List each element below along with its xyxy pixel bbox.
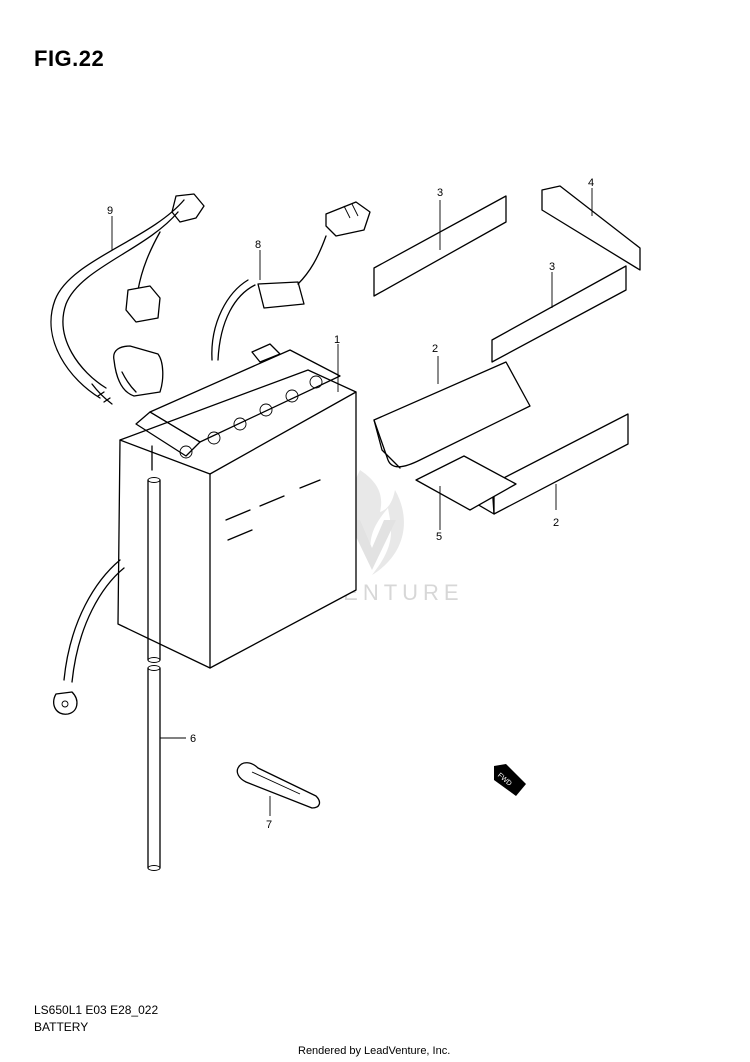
figure-title: FIG.22 bbox=[34, 46, 105, 71]
diagram-title: BATTERY bbox=[34, 1020, 89, 1034]
part-9-battery-cable[interactable] bbox=[50, 193, 205, 405]
callout-6: 6 bbox=[190, 733, 196, 745]
forward-direction-mark: FWD bbox=[494, 764, 526, 796]
part-4-pad[interactable] bbox=[541, 185, 641, 271]
callout-5: 5 bbox=[436, 531, 442, 543]
part-6-breather-hose[interactable] bbox=[147, 477, 161, 871]
callout-4: 4 bbox=[588, 177, 594, 189]
callout-8: 8 bbox=[255, 239, 261, 251]
part-5-tray-sheet[interactable] bbox=[415, 455, 517, 511]
callout-2b: 2 bbox=[553, 517, 559, 529]
part-1-battery[interactable] bbox=[117, 343, 357, 669]
negative-cable[interactable] bbox=[53, 559, 125, 715]
callout-2a: 2 bbox=[432, 343, 438, 355]
callout-7: 7 bbox=[266, 819, 272, 831]
part-8-lead-wire[interactable] bbox=[211, 201, 371, 361]
render-credit: Rendered by LeadVenture, Inc. bbox=[298, 1045, 451, 1057]
part-7-battery-holder-band[interactable] bbox=[236, 762, 321, 809]
part-3-pad-lower[interactable] bbox=[491, 265, 627, 363]
callout-1: 1 bbox=[334, 334, 340, 346]
callout-3b: 3 bbox=[549, 261, 555, 273]
callout-3a: 3 bbox=[437, 187, 443, 199]
leader-lines bbox=[111, 188, 593, 816]
callout-9: 9 bbox=[107, 205, 113, 217]
part-2-battery-tray[interactable] bbox=[373, 361, 629, 515]
diagram-code: LS650L1 E03 E28_022 bbox=[34, 1003, 159, 1017]
